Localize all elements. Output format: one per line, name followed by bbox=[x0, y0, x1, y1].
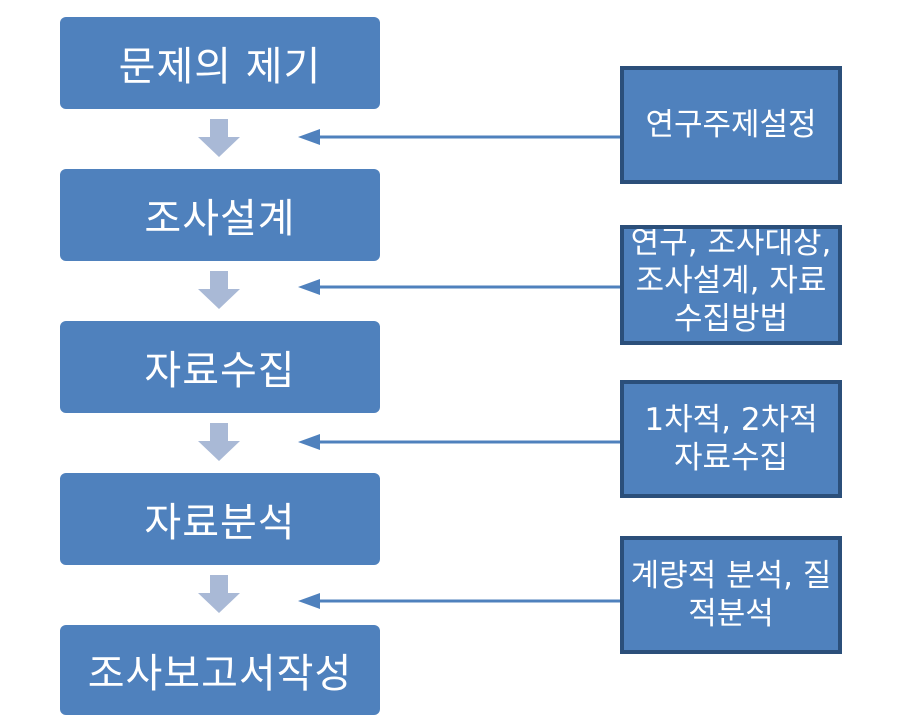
step-label: 조사보고서작성 bbox=[87, 651, 353, 697]
note-label: 1차적, 2차적 자료수집 bbox=[644, 402, 818, 476]
step-data-analysis: 자료분석 bbox=[60, 473, 380, 565]
step-research-design: 조사설계 bbox=[60, 169, 380, 261]
left-arrow-icon bbox=[298, 279, 620, 295]
down-arrow-icon bbox=[198, 575, 240, 613]
note-label: 연구, 조사대상, 조사설계, 자료수집방법 bbox=[630, 225, 832, 337]
step-label: 문제의 제기 bbox=[118, 44, 322, 90]
step-label: 조사설계 bbox=[144, 196, 296, 242]
note-research-design-details: 연구, 조사대상, 조사설계, 자료수집방법 bbox=[620, 225, 842, 345]
left-arrow-icon bbox=[298, 434, 620, 450]
step-label: 자료분석 bbox=[144, 500, 296, 546]
down-arrow-icon bbox=[198, 119, 240, 157]
note-label: 계량적 분석, 질적분석 bbox=[630, 558, 832, 632]
step-report-writing: 조사보고서작성 bbox=[60, 625, 380, 715]
step-problem-statement: 문제의 제기 bbox=[60, 17, 380, 109]
note-label: 연구주제설정 bbox=[645, 107, 817, 143]
note-analysis-types: 계량적 분석, 질적분석 bbox=[620, 536, 842, 654]
note-data-types: 1차적, 2차적 자료수집 bbox=[620, 380, 842, 498]
down-arrow-icon bbox=[198, 423, 240, 461]
left-arrow-icon bbox=[298, 129, 620, 145]
left-arrow-icon bbox=[298, 593, 620, 609]
step-data-collection: 자료수집 bbox=[60, 321, 380, 413]
note-research-topic: 연구주제설정 bbox=[620, 66, 842, 184]
step-label: 자료수집 bbox=[144, 348, 296, 394]
down-arrow-icon bbox=[198, 271, 240, 309]
